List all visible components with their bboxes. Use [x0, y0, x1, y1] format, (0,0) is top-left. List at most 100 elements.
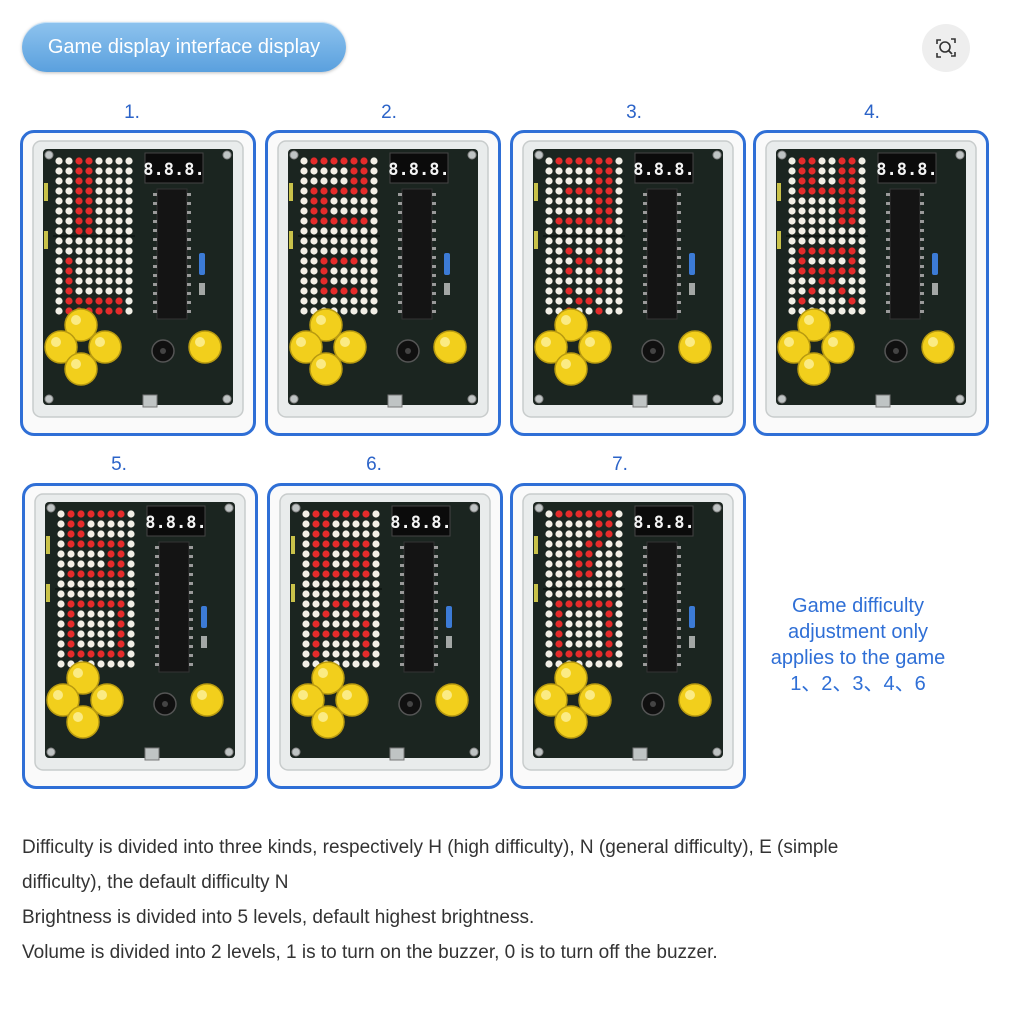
screw — [467, 150, 477, 160]
power-switch[interactable] — [632, 747, 648, 761]
note-line: adjustment only — [787, 621, 929, 643]
power-switch[interactable] — [875, 394, 891, 408]
led-matrix — [545, 157, 623, 315]
button-down[interactable] — [66, 705, 100, 739]
panel-number-label: 5. — [111, 454, 127, 475]
game-device-panel: 8.8.8. — [22, 483, 258, 789]
screw — [291, 503, 301, 513]
visual-search-icon — [936, 38, 956, 58]
power-switch[interactable] — [144, 747, 160, 761]
panel-number-label: 4. — [864, 102, 880, 123]
screw — [712, 150, 722, 160]
settings-description: Difficulty is divided into three kinds, … — [22, 830, 1012, 970]
note-line: applies to the game — [770, 647, 946, 669]
game-device-panel: 8.8.8. — [510, 130, 746, 436]
visual-search-button[interactable] — [922, 24, 970, 72]
seven-segment-display — [634, 152, 694, 184]
screw — [224, 503, 234, 513]
game-console-illustration: 8.8.8. — [522, 140, 734, 418]
section-title-badge: Game display interface display — [22, 22, 346, 72]
screw — [46, 747, 56, 757]
game-console-illustration: 8.8.8. — [279, 493, 491, 771]
segment-digits: 8.8.8. — [388, 160, 449, 180]
button-down[interactable] — [554, 705, 588, 739]
screw — [712, 747, 722, 757]
screw — [469, 747, 479, 757]
game-device-panel: 8.8.8. — [20, 130, 256, 436]
button-action[interactable] — [435, 683, 469, 717]
screw — [534, 150, 544, 160]
button-down[interactable] — [64, 352, 98, 386]
screw — [467, 394, 477, 404]
note-line: 1、2、3、4、6 — [790, 673, 926, 695]
seven-segment-display — [877, 152, 937, 184]
game-device-panel: 8.8.8. — [510, 483, 746, 789]
button-action[interactable] — [190, 683, 224, 717]
seven-segment-display — [144, 152, 204, 184]
screw — [289, 150, 299, 160]
game-console-illustration: 8.8.8. — [765, 140, 977, 418]
seven-segment-display — [389, 152, 449, 184]
screw — [469, 503, 479, 513]
game-console-illustration: 8.8.8. — [277, 140, 489, 418]
microcontroller-chip — [646, 541, 678, 673]
screw — [44, 394, 54, 404]
screw — [46, 503, 56, 513]
button-action[interactable] — [433, 330, 467, 364]
panel-number-label: 7. — [612, 454, 628, 475]
screw — [224, 747, 234, 757]
game-device-panel: 8.8.8. — [753, 130, 989, 436]
button-down[interactable] — [311, 705, 345, 739]
microcontroller-chip — [401, 188, 433, 320]
segment-digits: 8.8.8. — [143, 160, 204, 180]
screw — [289, 394, 299, 404]
segment-digits: 8.8.8. — [876, 160, 937, 180]
screw — [777, 150, 787, 160]
led-matrix — [57, 510, 135, 668]
power-switch[interactable] — [389, 747, 405, 761]
seven-segment-display — [146, 505, 206, 537]
microcontroller-chip — [158, 541, 190, 673]
game-console-illustration: 8.8.8. — [34, 493, 246, 771]
led-matrix — [545, 510, 623, 668]
screw — [291, 747, 301, 757]
segment-digits: 8.8.8. — [145, 513, 206, 533]
panel-number-label: 1. — [124, 102, 140, 123]
microcontroller-chip — [403, 541, 435, 673]
button-action[interactable] — [188, 330, 222, 364]
description-line: Difficulty is divided into three kinds, … — [22, 837, 839, 858]
led-matrix — [55, 157, 133, 315]
game-console-illustration: 8.8.8. — [522, 493, 734, 771]
power-switch[interactable] — [142, 394, 158, 408]
led-matrix — [300, 157, 378, 315]
screw — [955, 394, 965, 404]
note-line: Game difficulty — [792, 595, 924, 617]
screw — [712, 503, 722, 513]
screw — [222, 150, 232, 160]
screw — [712, 394, 722, 404]
seven-segment-display — [634, 505, 694, 537]
panel-number-label: 6. — [366, 454, 382, 475]
screw — [534, 503, 544, 513]
description-line: Brightness is divided into 5 levels, def… — [22, 907, 535, 928]
panel-number-label: 2. — [381, 102, 397, 123]
panel-number-label: 3. — [626, 102, 642, 123]
button-down[interactable] — [554, 352, 588, 386]
microcontroller-chip — [889, 188, 921, 320]
game-device-panel: 8.8.8. — [265, 130, 501, 436]
button-action[interactable] — [678, 330, 712, 364]
screw — [777, 394, 787, 404]
power-switch[interactable] — [387, 394, 403, 408]
segment-digits: 8.8.8. — [390, 513, 451, 533]
difficulty-note: Game difficulty adjustment only applies … — [748, 593, 968, 697]
screw — [534, 747, 544, 757]
button-down[interactable] — [797, 352, 831, 386]
power-switch[interactable] — [632, 394, 648, 408]
microcontroller-chip — [156, 188, 188, 320]
button-down[interactable] — [309, 352, 343, 386]
microcontroller-chip — [646, 188, 678, 320]
button-action[interactable] — [678, 683, 712, 717]
button-action[interactable] — [921, 330, 955, 364]
description-line: difficulty), the default difficulty N — [22, 872, 289, 893]
segment-digits: 8.8.8. — [633, 513, 694, 533]
